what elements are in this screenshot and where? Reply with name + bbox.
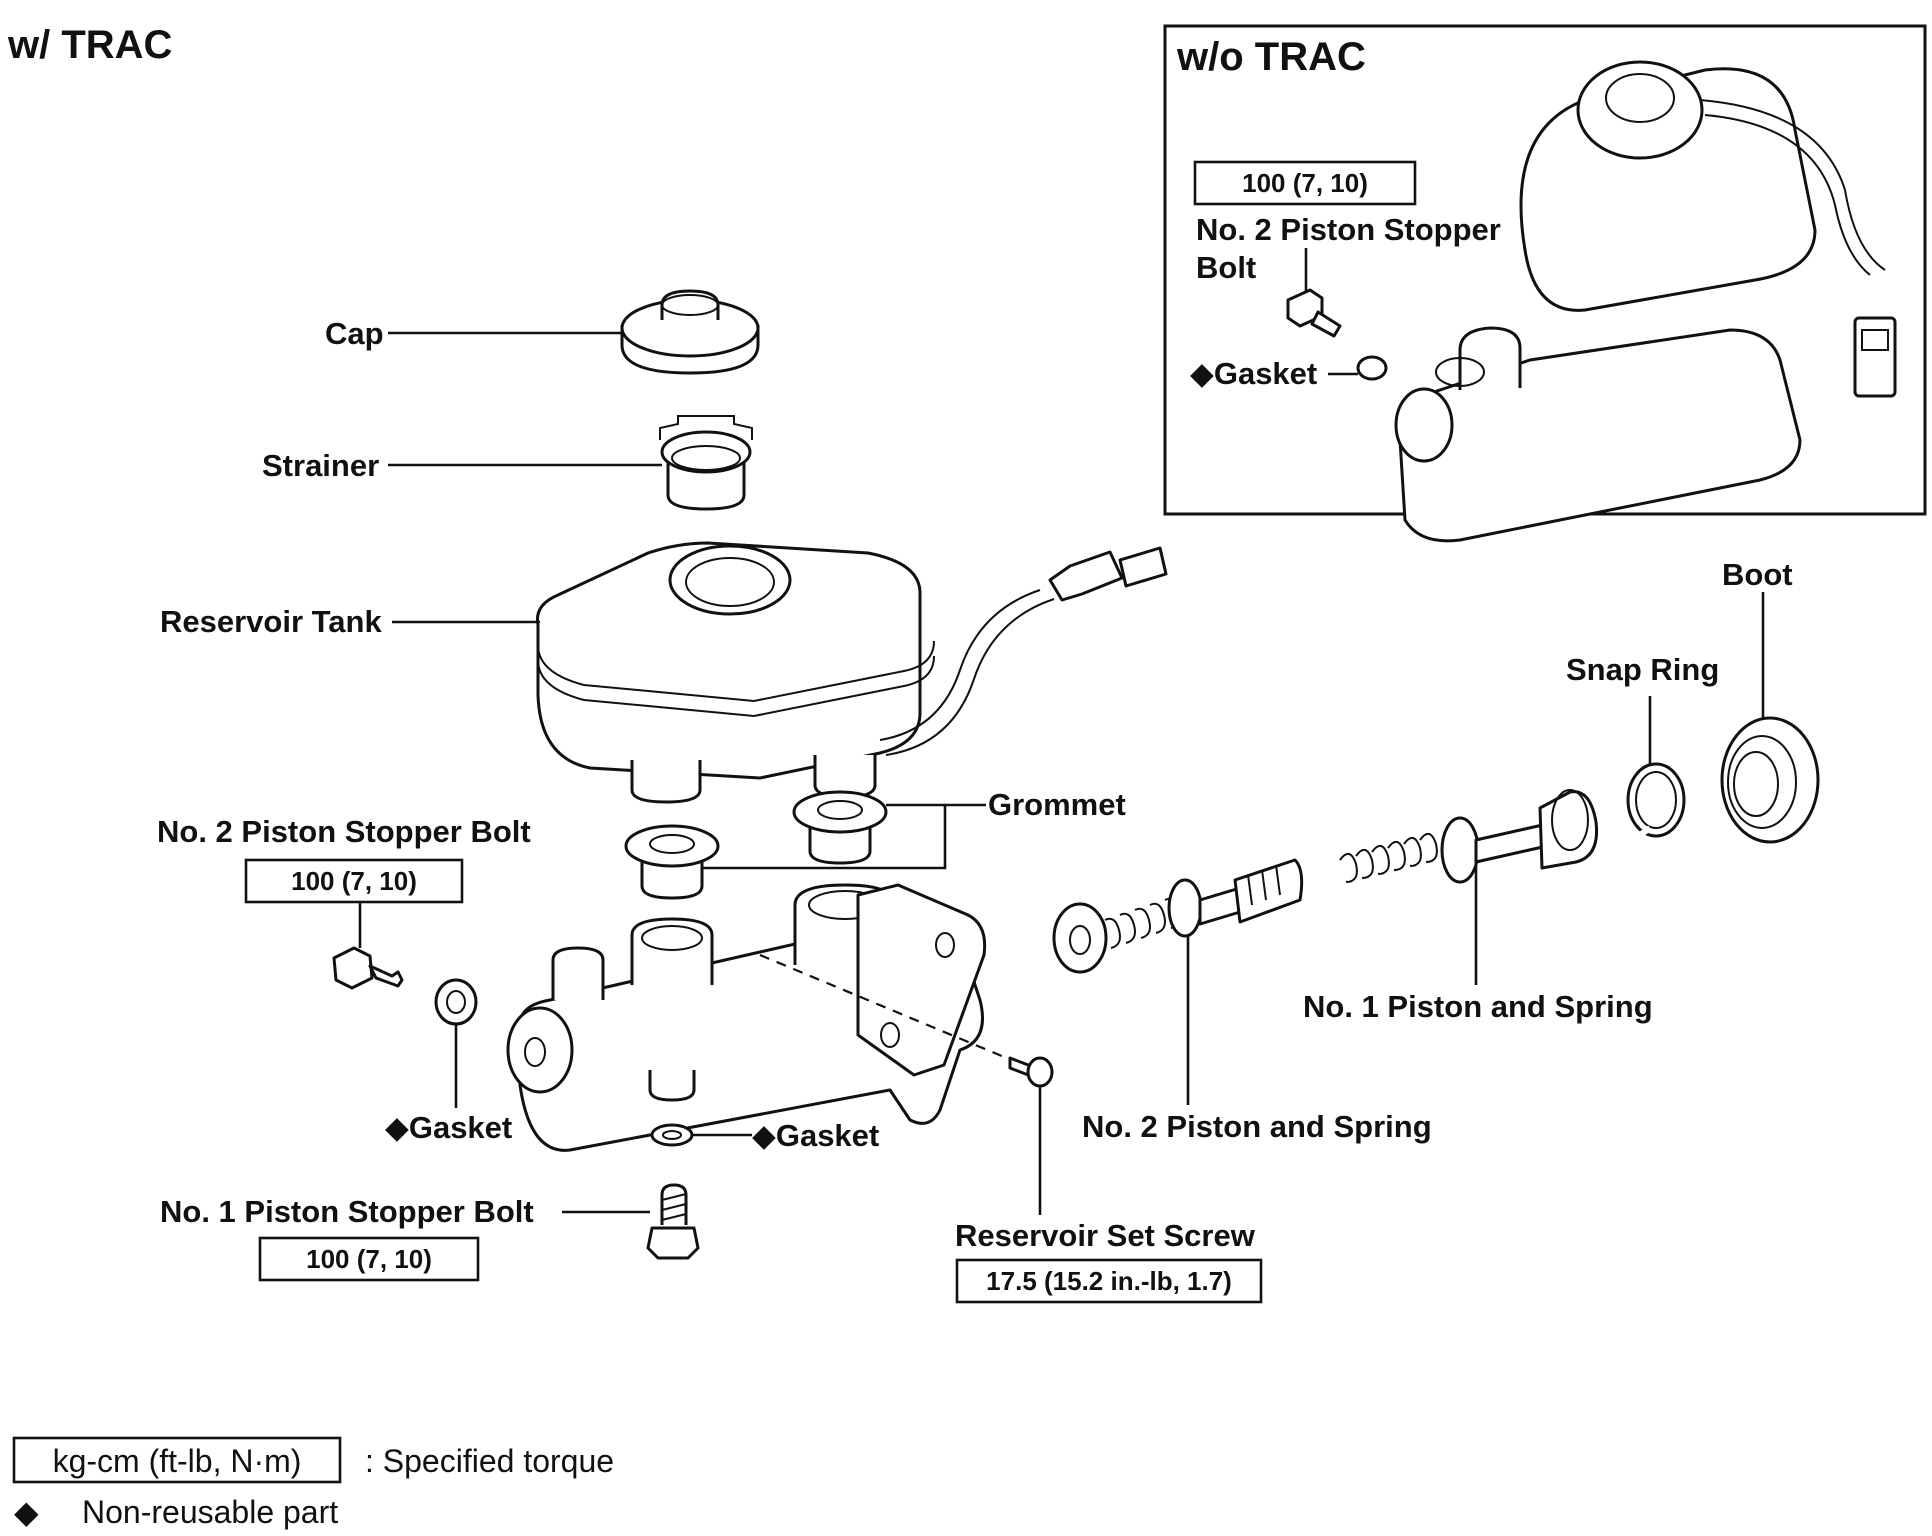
cap-icon bbox=[620, 289, 760, 375]
gasket-left-icon bbox=[434, 978, 478, 1026]
strainer-icon bbox=[659, 415, 753, 511]
no1-piston-and-spring-icon bbox=[1339, 789, 1599, 884]
grommet-left-icon bbox=[624, 824, 720, 900]
cap-label: Cap bbox=[325, 316, 384, 351]
legend: kg-cm (ft-lb, N·m) : Specified torque ◆ … bbox=[12, 1436, 614, 1530]
inset-stopper-bolt-icon bbox=[1286, 288, 1342, 338]
inset-gasket-label: ◆Gasket bbox=[1190, 356, 1317, 391]
no1-piston-and-spring-label: No. 1 Piston and Spring bbox=[1303, 989, 1653, 1024]
no2-stopper-bolt-torque: 100 (7, 10) bbox=[291, 866, 417, 896]
legend-marker: ◆ bbox=[14, 1494, 39, 1530]
no2-stopper-bolt-label: No. 2 Piston Stopper Bolt bbox=[157, 814, 531, 849]
reservoir-set-screw-label: Reservoir Set Screw bbox=[955, 1218, 1256, 1253]
reservoir-tank-icon bbox=[535, 541, 1168, 804]
legend-torque-box bbox=[12, 1436, 342, 1484]
legend-torque-unit: kg-cm (ft-lb, N·m) bbox=[53, 1443, 302, 1479]
no2-stopper-bolt-torque-box bbox=[244, 858, 464, 904]
no2-piston-and-spring-label: No. 2 Piston and Spring bbox=[1082, 1109, 1432, 1144]
gasket-center-label: ◆Gasket bbox=[752, 1118, 879, 1153]
grommet-right-icon bbox=[792, 790, 888, 865]
no1-stopper-bolt-icon bbox=[646, 1183, 700, 1260]
no1-stopper-bolt-torque-box bbox=[258, 1236, 480, 1282]
snap-ring-icon bbox=[1626, 762, 1686, 838]
no1-stopper-bolt-label: No. 1 Piston Stopper Bolt bbox=[160, 1194, 534, 1229]
inset-bolt-label-2: Bolt bbox=[1196, 250, 1256, 285]
gasket-left-label: ◆Gasket bbox=[385, 1110, 512, 1145]
inset-torque-value: 100 (7, 10) bbox=[1242, 168, 1368, 198]
reservoir-set-screw-torque-box bbox=[955, 1258, 1263, 1304]
inset-master-cylinder-icon bbox=[1394, 60, 1897, 543]
title-with-trac: w/ TRAC bbox=[7, 23, 172, 67]
boot-icon bbox=[1720, 716, 1820, 844]
inset-without-trac: w/o TRAC 100 (7, 10) No. 2 Piston Stoppe… bbox=[1163, 24, 1927, 543]
legend-nonreusable-text: Non-reusable part bbox=[82, 1494, 338, 1530]
no2-piston-and-spring-icon bbox=[1052, 858, 1304, 974]
gasket-center-icon bbox=[650, 1123, 694, 1147]
inset-gasket-icon bbox=[1356, 355, 1388, 381]
legend-torque-text: : Specified torque bbox=[365, 1443, 614, 1479]
snap-ring-label: Snap Ring bbox=[1566, 652, 1719, 687]
reservoir-tank-label: Reservoir Tank bbox=[160, 604, 382, 639]
no1-stopper-bolt-torque: 100 (7, 10) bbox=[306, 1244, 432, 1274]
master-cylinder-body-icon bbox=[506, 883, 1041, 1152]
no2-stopper-bolt-icon bbox=[332, 946, 404, 990]
title-without-trac: w/o TRAC bbox=[1176, 35, 1366, 79]
reservoir-set-screw-torque: 17.5 (15.2 in.-lb, 1.7) bbox=[986, 1266, 1232, 1296]
inset-torque-box bbox=[1193, 160, 1417, 206]
reservoir-set-screw-icon bbox=[1008, 1056, 1054, 1088]
strainer-label: Strainer bbox=[262, 448, 379, 483]
inset-bolt-label-1: No. 2 Piston Stopper bbox=[1196, 212, 1501, 247]
boot-label: Boot bbox=[1722, 557, 1793, 592]
grommet-label: Grommet bbox=[988, 787, 1126, 822]
